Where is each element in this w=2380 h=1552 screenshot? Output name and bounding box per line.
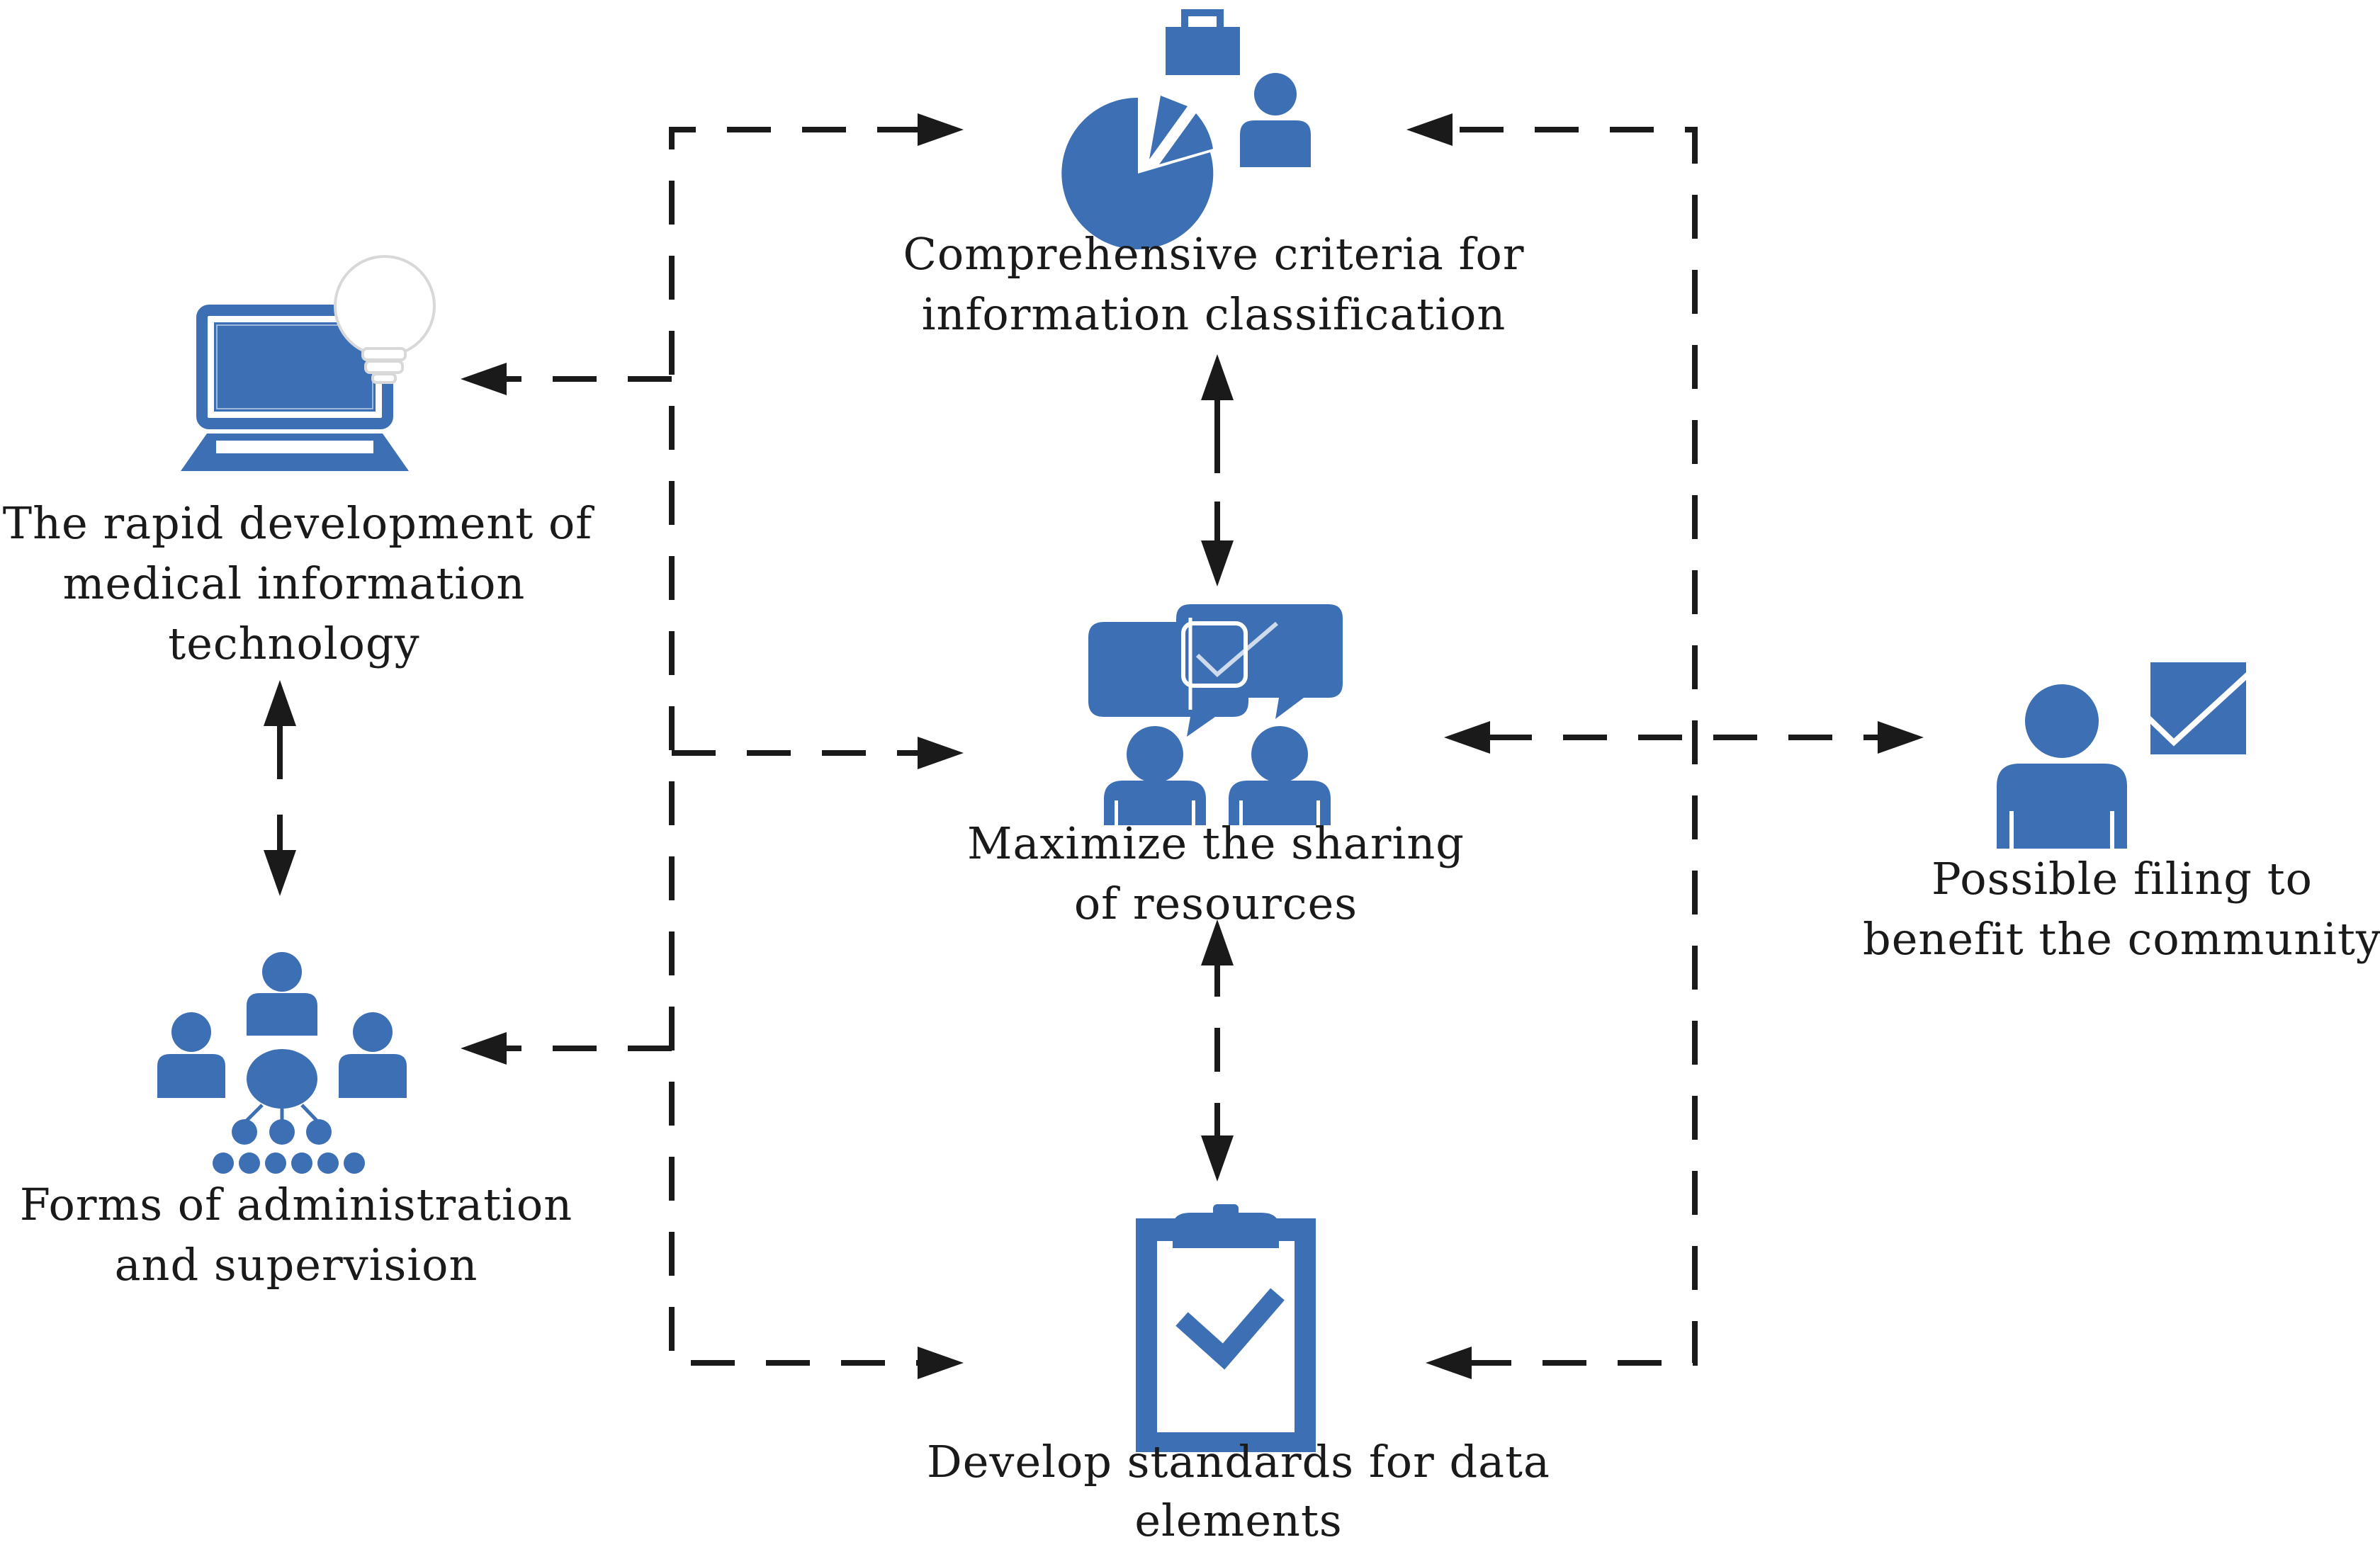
- clipboard-check-icon: [1136, 1204, 1316, 1452]
- filing-label-line-1: Possible filing to: [1931, 853, 2313, 905]
- technology-label-line-2: medical information: [63, 557, 526, 609]
- technology-label-line-3: technology: [168, 618, 419, 669]
- chat-people-icon: [1088, 604, 1343, 825]
- arrow-head-down-standards: [1201, 1135, 1234, 1182]
- right-bracket-line: [1460, 127, 1698, 1366]
- laptop-lightbulb-icon: [181, 255, 436, 471]
- technology-label-line-1: The rapid development of: [3, 497, 595, 549]
- administration-label-line-1: Forms of administration: [20, 1179, 573, 1230]
- node-standards: Develop standards for data elements: [927, 1436, 1550, 1546]
- left-bracket-line: [669, 127, 921, 1366]
- sharing-label-line-1: Maximize the sharing: [967, 817, 1465, 869]
- node-administration: Forms of administration and supervision: [20, 1179, 573, 1291]
- arrow-head-to-administration: [461, 1032, 507, 1065]
- org-hierarchy-icon: [157, 952, 407, 1174]
- node-technology: The rapid development of medical informa…: [3, 497, 595, 669]
- connectors: [264, 113, 1924, 1379]
- arrow-head-up-criteria: [1201, 354, 1234, 400]
- arrow-head-down-administration: [264, 850, 296, 896]
- standards-label-line-1: Develop standards for data: [927, 1436, 1550, 1488]
- arrow-head-to-sharing-left: [918, 737, 964, 769]
- sharing-label-line-2: of resources: [1074, 878, 1358, 929]
- criteria-label-line-1: Comprehensive criteria for: [903, 228, 1524, 280]
- criteria-label-line-2: information classification: [922, 288, 1506, 340]
- administration-label-line-2: and supervision: [115, 1239, 478, 1291]
- arrow-head-to-criteria-left: [918, 113, 964, 146]
- arrow-head-to-standards-left: [918, 1347, 964, 1379]
- person-check-icon: [1997, 662, 2252, 849]
- arrow-head-to-filing: [1878, 721, 1924, 754]
- arrow-head-to-sharing-right: [1444, 721, 1490, 754]
- arrow-head-to-technology: [461, 363, 507, 395]
- pie-chart-person-icon: [1061, 9, 1311, 249]
- arrow-head-to-criteria-right: [1406, 113, 1453, 146]
- arrow-head-up-technology: [264, 680, 296, 726]
- arrow-head-to-standards-right: [1426, 1347, 1472, 1379]
- node-criteria: Comprehensive criteria for information c…: [903, 228, 1524, 340]
- arrow-head-down-sharing: [1201, 540, 1234, 587]
- arrow-head-up-sharing: [1201, 919, 1234, 965]
- filing-label-line-2: benefit the community: [1863, 913, 2380, 965]
- node-filing: Possible filing to benefit the community: [1863, 853, 2380, 965]
- node-sharing: Maximize the sharing of resources: [967, 817, 1465, 929]
- standards-label-line-2: elements: [1134, 1495, 1342, 1546]
